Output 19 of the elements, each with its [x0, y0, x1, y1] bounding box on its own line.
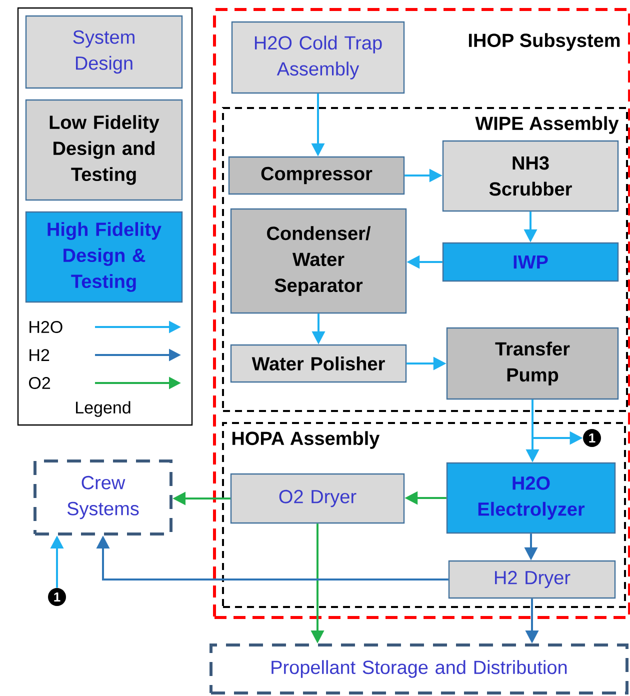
legend-label: O2 — [29, 376, 50, 390]
legend-label: H2O — [30, 320, 62, 334]
legend-label: H2 — [30, 349, 50, 361]
assembly-title: HOPA Assembly — [230, 430, 381, 450]
process-box: NH3 Scrubber — [442, 140, 619, 212]
process-box: H2O Electrolyzer — [446, 462, 616, 534]
process-box: Transfer Pump — [446, 327, 619, 400]
process-box: IWP — [442, 242, 619, 282]
process-box: O2 Dryer — [230, 473, 405, 524]
external-system-box: Crew Systems — [34, 460, 172, 536]
process-box: Condenser/ Water Separator — [230, 208, 407, 314]
legend-title: Legend — [76, 401, 130, 417]
process-box: H2 Dryer — [448, 560, 616, 599]
process-box: Water Polisher — [230, 344, 407, 383]
assembly-title: WIPE Assembly — [474, 115, 620, 135]
assembly-title: IHOP Subsystem — [466, 32, 622, 52]
process-box: H2O Cold Trap Assembly — [231, 21, 405, 94]
external-system-box: Propellant Storage and Distribution — [210, 644, 628, 694]
process-box: Compressor — [228, 156, 405, 195]
